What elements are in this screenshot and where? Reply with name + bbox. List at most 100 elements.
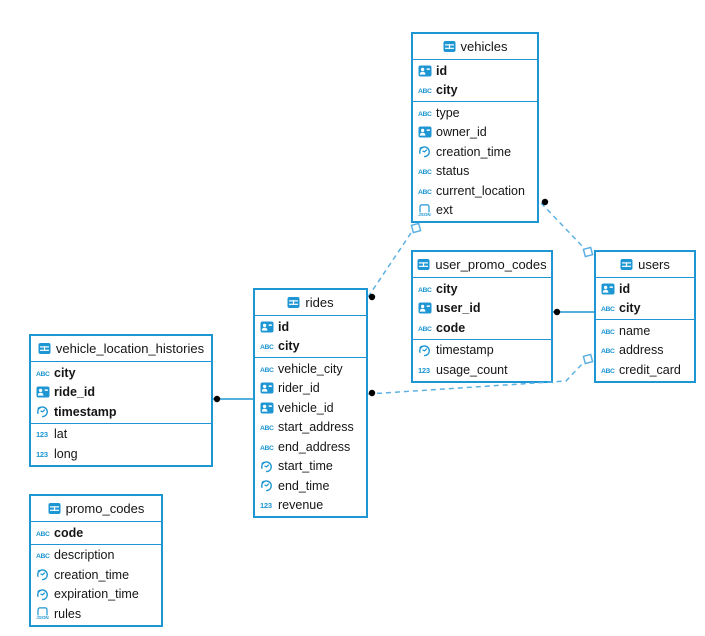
svg-text:ABC: ABC [260,425,274,432]
table-header: promo_codes [31,496,161,522]
number-type-icon: 123 [36,429,54,439]
field-name: status [436,164,470,178]
table-icon [443,40,456,53]
timestamp-type-icon [36,568,54,581]
svg-text:ABC: ABC [418,326,432,333]
uuid-type-icon [36,386,54,398]
field-row-expiration_time: expiration_time [31,585,161,605]
timestamp-type-icon [418,344,436,357]
table-icon [417,258,430,271]
field-name: timestamp [54,404,117,419]
field-name: address [619,343,664,357]
field-row-rider_id: rider_id [255,379,366,399]
field-row-id: id [255,317,366,337]
relation-rides-vehicles[interactable] [367,229,414,298]
number-type-icon: 123 [418,365,436,375]
table-icon [287,296,300,309]
field-row-timestamp: timestamp [413,341,551,361]
svg-text:ABC: ABC [260,344,274,351]
text-type-icon: ABC [418,166,436,176]
relation-dot-marker [541,198,549,206]
field-name: vehicle_id [278,400,334,415]
uuid-type-icon [260,402,278,414]
field-row-end_time: end_time [255,476,366,496]
svg-text:ABC: ABC [418,111,432,118]
table-title: users [638,257,670,272]
text-type-icon: ABC [36,550,54,560]
svg-text:ABC: ABC [418,287,432,294]
field-row-type: ABC type [413,103,537,123]
svg-text:ABC: ABC [260,367,274,374]
field-name: code [436,320,466,335]
field-name: id [619,281,631,296]
text-type-icon: ABC [36,528,54,538]
relation-dot-marker [553,308,561,316]
field-row-start_time: start_time [255,457,366,477]
field-name: type [436,105,460,120]
svg-text:123: 123 [260,501,272,510]
table-header: user_promo_codes [413,252,551,278]
field-name: description [54,548,115,562]
svg-text:ABC: ABC [36,531,50,538]
field-name: usage_count [436,362,508,377]
field-row-vehicle_id: vehicle_id [255,398,366,418]
field-name: credit_card [619,362,681,377]
relation-users-vehicles[interactable] [540,202,586,250]
field-row-creation_time: creation_time [31,565,161,585]
table-header: vehicle_location_histories [31,336,211,362]
timestamp-type-icon [260,479,278,492]
json-type-icon: JSON [418,204,436,217]
svg-text:ABC: ABC [36,553,50,560]
field-name: creation_time [436,144,512,159]
field-name: timestamp [436,343,494,357]
field-row-city: ABC city [596,299,694,319]
table-header: rides [255,290,366,316]
field-name: rules [54,606,82,621]
table-icon [48,502,61,515]
field-name: rider_id [278,381,320,395]
table-title: promo_codes [65,501,145,516]
svg-text:ABC: ABC [601,306,615,313]
field-name: end_time [278,478,330,493]
field-name: ext [436,203,453,217]
text-type-icon: ABC [418,323,436,333]
field-row-timestamp: timestamp [31,402,211,422]
relation-square-marker [410,222,422,234]
uuid-type-icon [260,382,278,394]
text-type-icon: ABC [36,368,54,378]
text-type-icon: ABC [601,345,619,355]
text-type-icon: ABC [260,442,278,452]
relation-square-marker [582,246,594,258]
field-name: city [619,301,641,315]
json-type-icon: JSON [36,607,54,620]
field-row-user_id: user_id [413,299,551,319]
svg-text:ABC: ABC [418,189,432,196]
